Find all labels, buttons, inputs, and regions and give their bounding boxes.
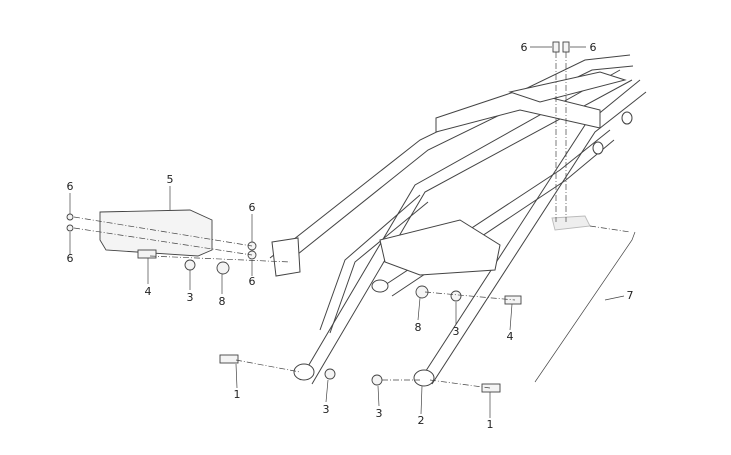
callout-8: 8 <box>414 321 422 334</box>
callout-2: 2 <box>417 414 425 427</box>
callout-6: 6 <box>520 41 528 54</box>
callout-6: 6 <box>248 201 256 214</box>
leader-lines <box>69 46 625 418</box>
callout-3: 3 <box>375 407 383 420</box>
part-5-bracket <box>99 209 213 257</box>
callout-6: 6 <box>248 275 256 288</box>
callout-4: 4 <box>144 285 152 298</box>
subframe <box>269 54 647 387</box>
callout-3: 3 <box>452 325 460 338</box>
callout-6: 6 <box>66 180 74 193</box>
callout-7: 7 <box>626 289 634 302</box>
callout-1: 1 <box>233 388 241 401</box>
part-7-cable <box>534 231 636 383</box>
callout-3: 3 <box>186 291 194 304</box>
assembly-lines <box>73 52 631 389</box>
callout-3: 3 <box>322 403 330 416</box>
callout-5: 5 <box>166 173 174 186</box>
fasteners <box>66 41 570 393</box>
part-7-switch <box>551 215 591 231</box>
callout-6: 6 <box>66 252 74 265</box>
callout-6: 6 <box>589 41 597 54</box>
callout-4: 4 <box>506 330 514 343</box>
callout-1: 1 <box>486 418 494 431</box>
callout-8: 8 <box>218 295 226 308</box>
